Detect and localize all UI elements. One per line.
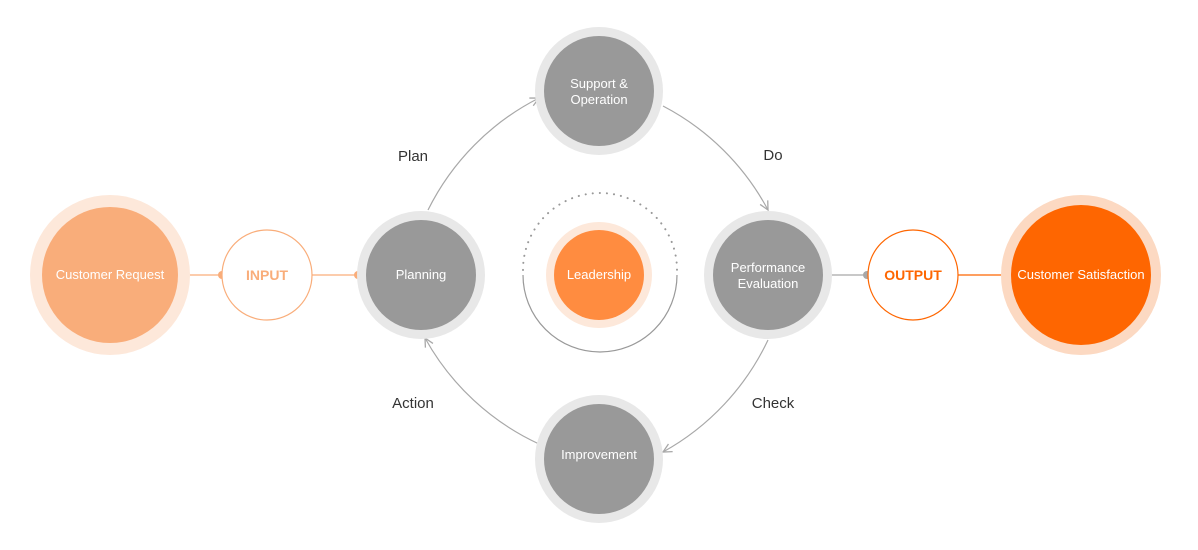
node-leadership-label: Leadership: [567, 267, 631, 282]
node-input-label: INPUT: [246, 267, 288, 283]
node-support-label-line2: Operation: [570, 92, 627, 107]
arrow-check: [663, 339, 769, 452]
node-planning-label: Planning: [396, 267, 447, 282]
node-performance-evaluation: Performance Evaluation: [704, 211, 832, 339]
node-customer-request: Customer Request: [30, 195, 190, 355]
node-improvement: Improvement: [535, 395, 663, 523]
node-customer-request-label: Customer Request: [56, 267, 165, 282]
node-support-label-line1: Support &: [570, 76, 628, 91]
node-performance-label-line1: Performance: [731, 260, 805, 275]
node-leadership: Leadership: [522, 192, 678, 353]
node-performance-label-line2: Evaluation: [738, 276, 799, 291]
node-improvement-label: Improvement: [561, 447, 637, 462]
phase-label-check: Check: [752, 395, 795, 412]
phase-label-plan: Plan: [398, 148, 428, 165]
node-customer-satisfaction: Customer Satisfaction: [1001, 195, 1161, 355]
phase-label-do: Do: [763, 147, 782, 164]
node-input: INPUT: [221, 229, 313, 321]
node-planning: Planning: [357, 211, 485, 339]
arrow-plan: [427, 98, 539, 211]
node-output-label: OUTPUT: [884, 267, 942, 283]
leadership-orbit-solid: [522, 274, 678, 353]
arrow-action: [425, 338, 540, 445]
node-support-operation: Support & Operation: [535, 27, 663, 155]
phase-label-action: Action: [392, 395, 434, 412]
leadership-orbit-dotted: [522, 192, 678, 271]
node-output: OUTPUT: [867, 229, 959, 321]
node-customer-satisfaction-label: Customer Satisfaction: [1017, 267, 1144, 282]
arrow-do: [662, 105, 768, 210]
